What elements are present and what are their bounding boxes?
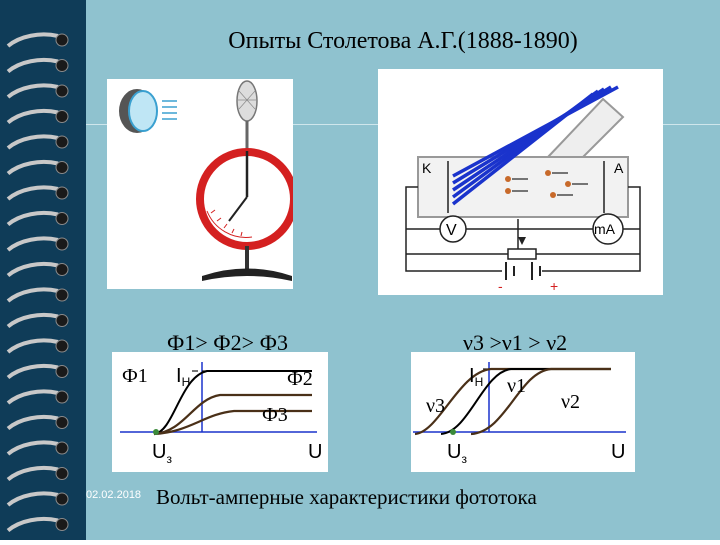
curve-freq-3	[414, 367, 611, 436]
binding-hole	[55, 390, 69, 404]
binding-ring	[6, 516, 59, 533]
binding-hole	[55, 518, 69, 531]
binding-ring	[6, 57, 59, 74]
label-flux-3: Ф3	[262, 404, 288, 426]
label-freq-2: ν2	[561, 391, 580, 413]
saturation-current-label: IН	[469, 365, 483, 389]
binding-hole	[55, 237, 69, 251]
binding-ring	[6, 32, 59, 48]
stop-voltage-label: Uз	[447, 441, 467, 466]
stop-voltage-point	[450, 429, 456, 435]
curve-flux-2	[153, 393, 312, 436]
binding-hole	[55, 135, 69, 149]
slide-date: 02.02.2018	[86, 489, 142, 501]
battery-icon	[505, 262, 541, 280]
binding-hole	[55, 84, 69, 98]
curve-flux-1	[153, 370, 312, 435]
binding-hole	[55, 467, 69, 480]
binding-ring	[6, 236, 59, 252]
spiral-binding	[6, 32, 69, 533]
binding-hole	[55, 186, 69, 200]
electroscope-icon	[196, 148, 298, 281]
binding-hole	[55, 365, 69, 378]
binding-ring	[6, 185, 59, 201]
ammeter-icon: mA	[592, 213, 624, 245]
curve-flux-3	[153, 409, 312, 436]
binding-ring	[6, 389, 59, 405]
left-strip	[0, 0, 86, 540]
circuit-wires	[405, 186, 641, 272]
binding-ring	[6, 261, 59, 278]
binding-ring	[6, 491, 59, 507]
binding-ring	[6, 134, 59, 150]
binding-hole	[55, 492, 69, 506]
svg-text:mA: mA	[594, 221, 616, 237]
flux-iv-graph: Ф1 Ф2 Ф3 IН Uз U	[112, 352, 328, 472]
frequency-heading: ν3 >ν1 > ν2	[463, 330, 568, 355]
label-flux-2: Ф2	[287, 368, 313, 390]
rheostat-icon	[507, 237, 537, 260]
binding-ring	[6, 414, 59, 431]
curve-freq-2	[470, 367, 611, 436]
binding-hole	[55, 314, 69, 327]
minus-label: -	[498, 278, 503, 294]
saturation-current-label: IН	[176, 365, 190, 389]
electroscope-panel	[107, 79, 298, 289]
voltmeter-icon: V	[439, 215, 467, 243]
anode-label: A	[614, 160, 624, 176]
cathode-label: K	[422, 160, 432, 176]
label-freq-3: ν3	[426, 395, 445, 417]
binding-hole	[55, 339, 69, 353]
binding-ring	[6, 159, 59, 176]
x-axis-label: U	[611, 441, 625, 463]
binding-ring	[6, 312, 59, 329]
binding-ring	[6, 210, 59, 227]
zinc-plate-icon	[236, 80, 258, 149]
electrons	[505, 170, 588, 198]
stop-voltage-label: Uз	[152, 441, 172, 466]
binding-hole	[55, 110, 69, 123]
x-axis-label: U	[308, 441, 322, 463]
binding-ring	[6, 338, 59, 354]
frequency-iv-graph: ν3 ν1 ν2 IН Uз U	[411, 352, 635, 472]
binding-hole	[55, 441, 69, 455]
binding-hole	[55, 288, 69, 302]
binding-hole	[55, 33, 69, 47]
lamp-icon	[119, 89, 177, 133]
binding-hole	[55, 59, 69, 72]
label-flux-1: Ф1	[122, 365, 148, 387]
binding-hole	[55, 212, 69, 225]
binding-ring	[6, 440, 59, 456]
binding-ring	[6, 287, 59, 303]
binding-hole	[55, 161, 69, 174]
svg-text:V: V	[446, 222, 457, 239]
plus-label: +	[550, 278, 558, 294]
label-freq-1: ν1	[507, 375, 526, 397]
binding-ring	[6, 465, 59, 482]
binding-ring	[6, 83, 59, 99]
slide-caption: Вольт-амперные характеристики фототока	[156, 485, 537, 509]
binding-ring	[6, 108, 59, 125]
circuit-panel: K A V mA - +	[378, 69, 663, 295]
vacuum-tube-icon	[417, 97, 629, 218]
slide-title: Опыты Столетова А.Г.(1888-1890)	[228, 28, 578, 54]
light-rays	[451, 85, 619, 206]
stop-voltage-point	[153, 429, 159, 435]
flux-heading: Ф1> Ф2> Ф3	[167, 330, 288, 355]
binding-ring	[6, 363, 59, 380]
binding-hole	[55, 416, 69, 429]
binding-hole	[55, 263, 69, 276]
